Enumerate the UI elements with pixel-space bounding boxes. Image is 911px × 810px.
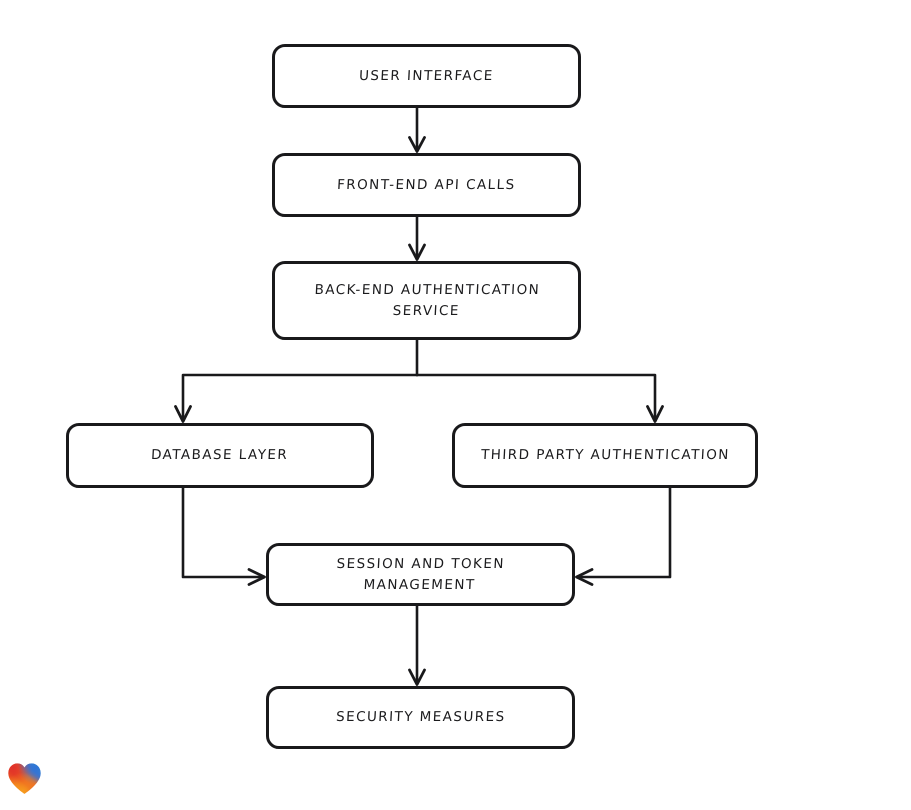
node-database-layer[interactable]: Database Layer [66, 423, 374, 488]
edge-frontend-to-backend [408, 215, 426, 261]
node-label-user-interface: User Interface [358, 67, 495, 84]
edge-database-to-session [181, 486, 266, 586]
node-label-session-and-token-management: Session and Token Management [336, 555, 506, 593]
edge-ui-to-frontend [408, 106, 426, 153]
node-label-back-end-authentication-service: Back-End Authentication Service [313, 281, 541, 319]
edge-backend-to-thirdparty [415, 373, 664, 423]
node-user-interface[interactable]: User Interface [272, 44, 581, 108]
node-front-end-api-calls[interactable]: Front-End API Calls [272, 153, 581, 217]
heart-icon [8, 763, 41, 794]
node-security-measures[interactable]: Security Measures [266, 686, 575, 749]
node-label-third-party-authentication: Third Party Authentication [480, 447, 730, 464]
node-label-database-layer: Database Layer [151, 447, 290, 464]
node-back-end-authentication-service[interactable]: Back-End Authentication Service [272, 261, 581, 340]
node-session-and-token-management[interactable]: Session and Token Management [266, 543, 575, 606]
edge-thirdparty-to-session [575, 486, 672, 586]
node-label-security-measures: Security Measures [335, 709, 506, 726]
node-label-front-end-api-calls: Front-End API Calls [336, 176, 517, 193]
edge-session-to-security [408, 604, 426, 686]
edge-backend-to-database [174, 373, 419, 423]
node-third-party-authentication[interactable]: Third Party Authentication [452, 423, 758, 488]
